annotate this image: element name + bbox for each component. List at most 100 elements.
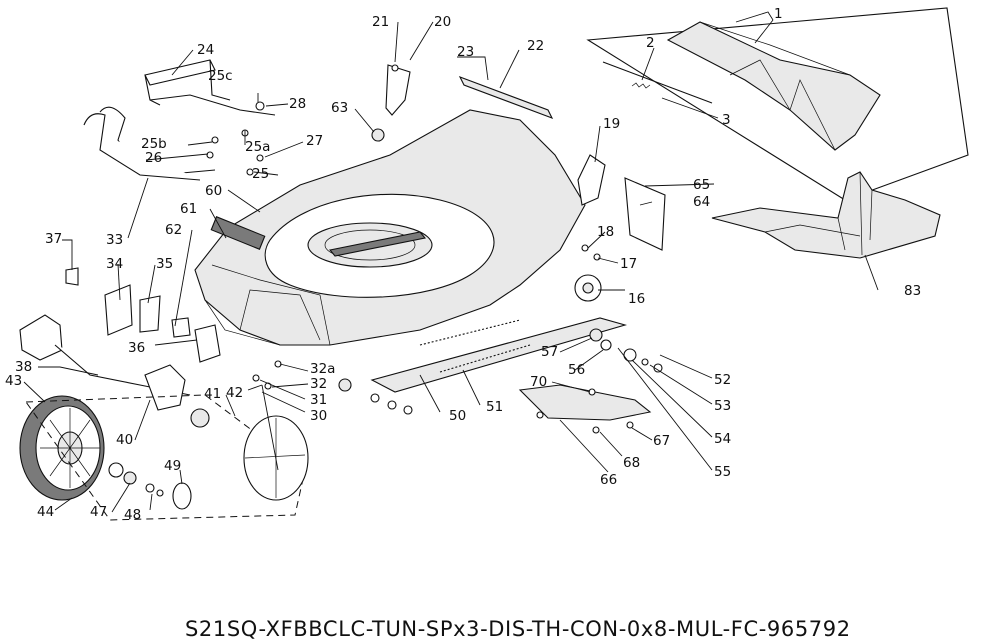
label-part-51: 51	[486, 399, 503, 415]
label-part-24: 24	[197, 42, 214, 58]
deck-front-detail	[204, 289, 321, 346]
rear-flap-edge	[699, 21, 851, 76]
label-part-17: 17	[620, 256, 637, 272]
bracket-19	[577, 154, 606, 206]
label-part-70: 70	[530, 374, 547, 390]
cap-49	[172, 482, 192, 510]
label-part-38: 38	[15, 359, 32, 375]
rear-flap-detail	[764, 171, 873, 256]
hinge-rod	[602, 61, 713, 104]
label-part-36: 36	[128, 340, 145, 356]
leader-lines	[23, 11, 879, 513]
plate-66	[518, 384, 652, 421]
screw-21	[391, 64, 399, 72]
screw-68	[592, 426, 600, 434]
clip-62	[171, 317, 191, 338]
hinge-strip-23	[458, 75, 554, 120]
lever-34	[104, 284, 133, 336]
deck-inner-ring	[324, 229, 416, 261]
bushing-left	[338, 378, 352, 392]
bracket-36	[194, 324, 221, 363]
label-part-20: 20	[434, 14, 451, 30]
handle-lower-bar-2	[83, 113, 201, 181]
label-part-83: 83	[904, 283, 921, 299]
wheel-group-outline	[25, 394, 306, 521]
label-part-19: 19	[603, 116, 620, 132]
label-part-1: 1	[774, 6, 783, 22]
clip-37	[65, 267, 79, 286]
label-part-62: 62	[165, 222, 182, 238]
nut-48	[156, 489, 164, 497]
label-part-25b: 25b	[141, 136, 167, 152]
deck-front-lip	[211, 264, 331, 346]
wheel-bracket	[144, 364, 186, 411]
label-part-65: 65	[693, 177, 710, 193]
plate-35	[139, 295, 161, 333]
washer-54	[623, 348, 637, 362]
label-part-43: 43	[5, 373, 22, 389]
mower-deck	[194, 109, 586, 346]
inset-frame	[586, 7, 969, 201]
label-part-61: 61	[180, 201, 197, 217]
rear-flap-ribs	[729, 59, 836, 151]
bolt-left-1	[370, 393, 380, 403]
spacer-40	[108, 462, 124, 478]
bolt-31	[252, 374, 260, 382]
bolt-left-2	[387, 400, 397, 410]
label-part-32a: 32a	[310, 361, 335, 377]
wheel-spokes	[40, 408, 100, 488]
label-part-50: 50	[449, 408, 466, 424]
label-part-18: 18	[597, 224, 614, 240]
discharge-plate	[518, 384, 652, 434]
bearing-16-hub	[582, 282, 594, 294]
washer-48	[145, 483, 155, 493]
bolt-25	[246, 168, 254, 176]
label-part-49: 49	[164, 458, 181, 474]
washer-27	[256, 154, 264, 162]
screw-18	[581, 244, 589, 252]
label-part-23: 23	[457, 44, 474, 60]
label-part-47: 47	[90, 504, 107, 520]
label-part-25a: 25a	[245, 139, 270, 155]
deck-chute-bar	[328, 231, 427, 257]
knob-26	[206, 151, 214, 159]
label-part-42: 42	[226, 385, 243, 401]
nut-28	[255, 101, 265, 111]
label-part-64: 64	[693, 194, 710, 210]
label-part-16: 16	[628, 291, 645, 307]
grommet-63	[371, 128, 385, 142]
screw-67	[626, 421, 634, 429]
hinge-spring	[631, 82, 651, 89]
rear-flap-large	[711, 171, 941, 259]
label-part-32: 32	[310, 376, 327, 392]
cap-56	[600, 339, 612, 351]
label-part-21: 21	[372, 14, 389, 30]
bracket-20	[385, 64, 411, 116]
bushing-57	[589, 328, 603, 342]
label-part-63: 63	[331, 100, 348, 116]
label-part-22: 22	[527, 38, 544, 54]
handle-upper-rail	[149, 94, 276, 116]
label-part-48: 48	[124, 507, 141, 523]
bearing-47	[123, 471, 137, 485]
spring-upper	[419, 319, 521, 346]
label-part-44: 44	[37, 504, 54, 520]
label-part-2: 2	[646, 35, 655, 51]
nut-17	[593, 253, 601, 261]
bearing-41	[190, 408, 210, 428]
label-part-53: 53	[714, 398, 731, 414]
label-part-3: 3	[722, 112, 731, 128]
nut-53	[641, 358, 649, 366]
label-part-56: 56	[568, 362, 585, 378]
label-part-28: 28	[289, 96, 306, 112]
label-part-25: 25	[252, 166, 269, 182]
label-part-40: 40	[116, 432, 133, 448]
handle-upper	[144, 59, 231, 106]
bolt-left-3	[403, 405, 413, 415]
label-part-52: 52	[714, 372, 731, 388]
label-part-35: 35	[156, 256, 173, 272]
cover-64	[624, 177, 666, 251]
rear-flap-inset	[586, 7, 969, 201]
blade-assembly	[243, 360, 309, 501]
